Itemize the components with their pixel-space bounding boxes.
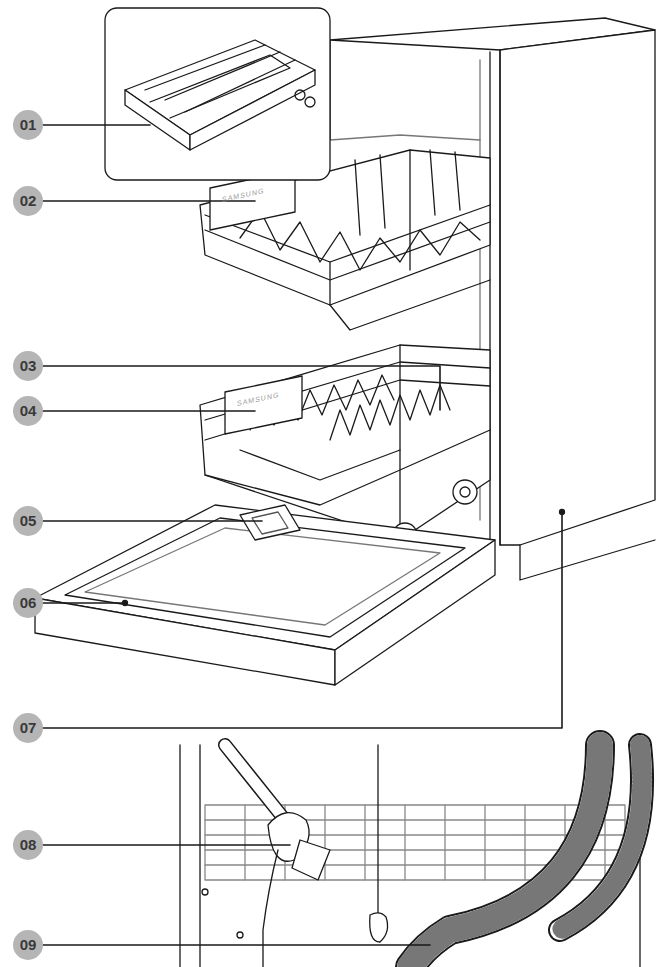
- leader-line: [43, 410, 255, 412]
- callout-number: 03: [13, 351, 43, 381]
- leader-line: [43, 124, 150, 126]
- callout-number: 08: [13, 830, 43, 860]
- drain-hose: [410, 745, 642, 967]
- callout-number: 04: [13, 396, 43, 426]
- toe-kick: [520, 540, 655, 580]
- rack-handle: [225, 376, 302, 434]
- cabinet-side: [500, 30, 655, 545]
- rack-wheel: [453, 480, 477, 504]
- inset-frame: [105, 8, 330, 180]
- rack-wheel: [460, 487, 470, 497]
- leader-dot: [560, 510, 565, 515]
- callout-number: 01: [13, 110, 43, 140]
- leader-line: [43, 844, 290, 846]
- leader-line: [43, 944, 430, 946]
- leader-lines: [43, 125, 562, 945]
- detergent-dispenser: [240, 505, 300, 540]
- callout-number: 07: [13, 713, 43, 743]
- callout-number: 05: [13, 506, 43, 536]
- callout-number: 09: [13, 930, 43, 960]
- cutlery-tray: [125, 40, 315, 150]
- interior-wall: [330, 135, 480, 140]
- inlet-hose: [225, 745, 330, 967]
- leader-line: [43, 602, 125, 604]
- callout-number: 06: [13, 588, 43, 618]
- leader-line: [43, 366, 440, 410]
- leader-dot: [123, 601, 128, 606]
- door: [35, 505, 495, 685]
- callout-number: 02: [13, 186, 43, 216]
- leader-line: [43, 514, 562, 728]
- opening-frame: [499, 50, 500, 545]
- leader-line: [43, 520, 262, 522]
- power-cord: [370, 745, 388, 942]
